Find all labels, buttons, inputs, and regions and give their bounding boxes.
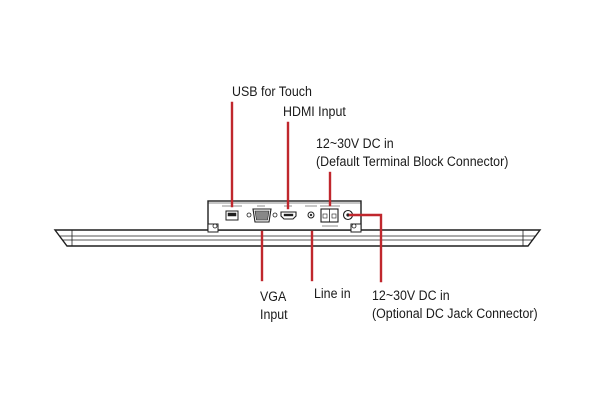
label-input: Input bbox=[260, 307, 288, 322]
monitor-frame bbox=[53, 229, 542, 247]
label-hdmi-input: HDMI Input bbox=[283, 104, 346, 119]
label-dc-jack-connector: (Optional DC Jack Connector) bbox=[372, 306, 538, 321]
label-dc-terminal-connector: (Default Terminal Block Connector) bbox=[316, 154, 509, 169]
label-dc-terminal-voltage: 12~30V DC in bbox=[316, 136, 394, 151]
line-in-jack-icon bbox=[305, 205, 317, 219]
hdmi-port-icon bbox=[280, 205, 297, 220]
leader-lines bbox=[230, 101, 383, 283]
label-usb-for-touch: USB for Touch bbox=[232, 84, 312, 99]
leader-dc-jack bbox=[348, 213, 383, 283]
vga-port-icon bbox=[246, 205, 278, 223]
label-dc-jack-voltage: 12~30V DC in bbox=[372, 288, 450, 303]
label-line-in: Line in bbox=[314, 286, 351, 301]
label-vga: VGA bbox=[260, 289, 287, 304]
